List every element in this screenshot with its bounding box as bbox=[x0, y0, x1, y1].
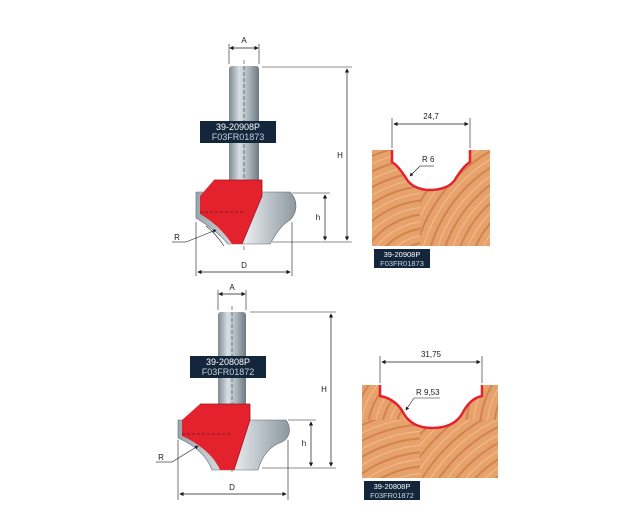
bottom-wood-profile: 31,75 R 9,53 39-20808P F03FR01872 bbox=[362, 350, 498, 500]
top-wood-profile: 24,7 R 6 39-20908P F03FR01873 bbox=[372, 112, 490, 268]
bottom-bit-dim-h: h bbox=[302, 439, 306, 448]
top-bit-code: F03FR01873 bbox=[212, 132, 265, 142]
bottom-profile-wood-block bbox=[362, 385, 498, 478]
top-bit-dim-R: R bbox=[174, 233, 180, 242]
top-bit-sku: 39-20908P bbox=[216, 122, 260, 132]
bottom-bit-dim-H: H bbox=[321, 385, 327, 394]
bottom-bit-cutter bbox=[182, 404, 250, 470]
top-profile-tag bbox=[374, 249, 430, 268]
top-bit-tag bbox=[200, 121, 276, 143]
top-profile-width-label: 24,7 bbox=[423, 112, 439, 121]
bottom-profile-tag bbox=[364, 481, 420, 500]
bottom-profile-width-label: 31,75 bbox=[421, 350, 442, 359]
top-profile-sku: 39-20908P bbox=[384, 250, 421, 259]
bottom-bit-dim-R: R bbox=[158, 453, 164, 462]
top-bit-dim-D: D bbox=[241, 261, 247, 270]
bottom-bit-code: F03FR01872 bbox=[202, 367, 255, 377]
bottom-profile-cut-edge bbox=[378, 385, 484, 430]
bottom-bit-tag bbox=[190, 356, 266, 378]
bottom-router-bit: A H h D R 39-20808P F03FR01872 bbox=[156, 283, 336, 500]
bottom-bit-dim-A: A bbox=[229, 283, 235, 292]
top-profile-code: F03FR01873 bbox=[380, 259, 424, 268]
bottom-profile-radius-label: R 9,53 bbox=[416, 388, 440, 397]
bottom-profile-sku: 39-20808P bbox=[374, 482, 411, 491]
bottom-profile-code: F03FR01872 bbox=[370, 491, 414, 500]
top-profile-radius-label: R 6 bbox=[422, 155, 435, 164]
bottom-bit-dim-D: D bbox=[229, 483, 235, 492]
top-profile-cut-edge bbox=[390, 150, 472, 192]
top-router-bit: A H h D R 39-20908P F03FR01873 bbox=[172, 36, 352, 276]
bottom-bit-sku: 39-20808P bbox=[206, 357, 250, 367]
top-bit-dim-A: A bbox=[241, 36, 247, 45]
top-profile-wood-block bbox=[372, 150, 490, 246]
top-bit-dim-h: h bbox=[316, 213, 320, 222]
top-bit-dim-H: H bbox=[337, 151, 343, 160]
